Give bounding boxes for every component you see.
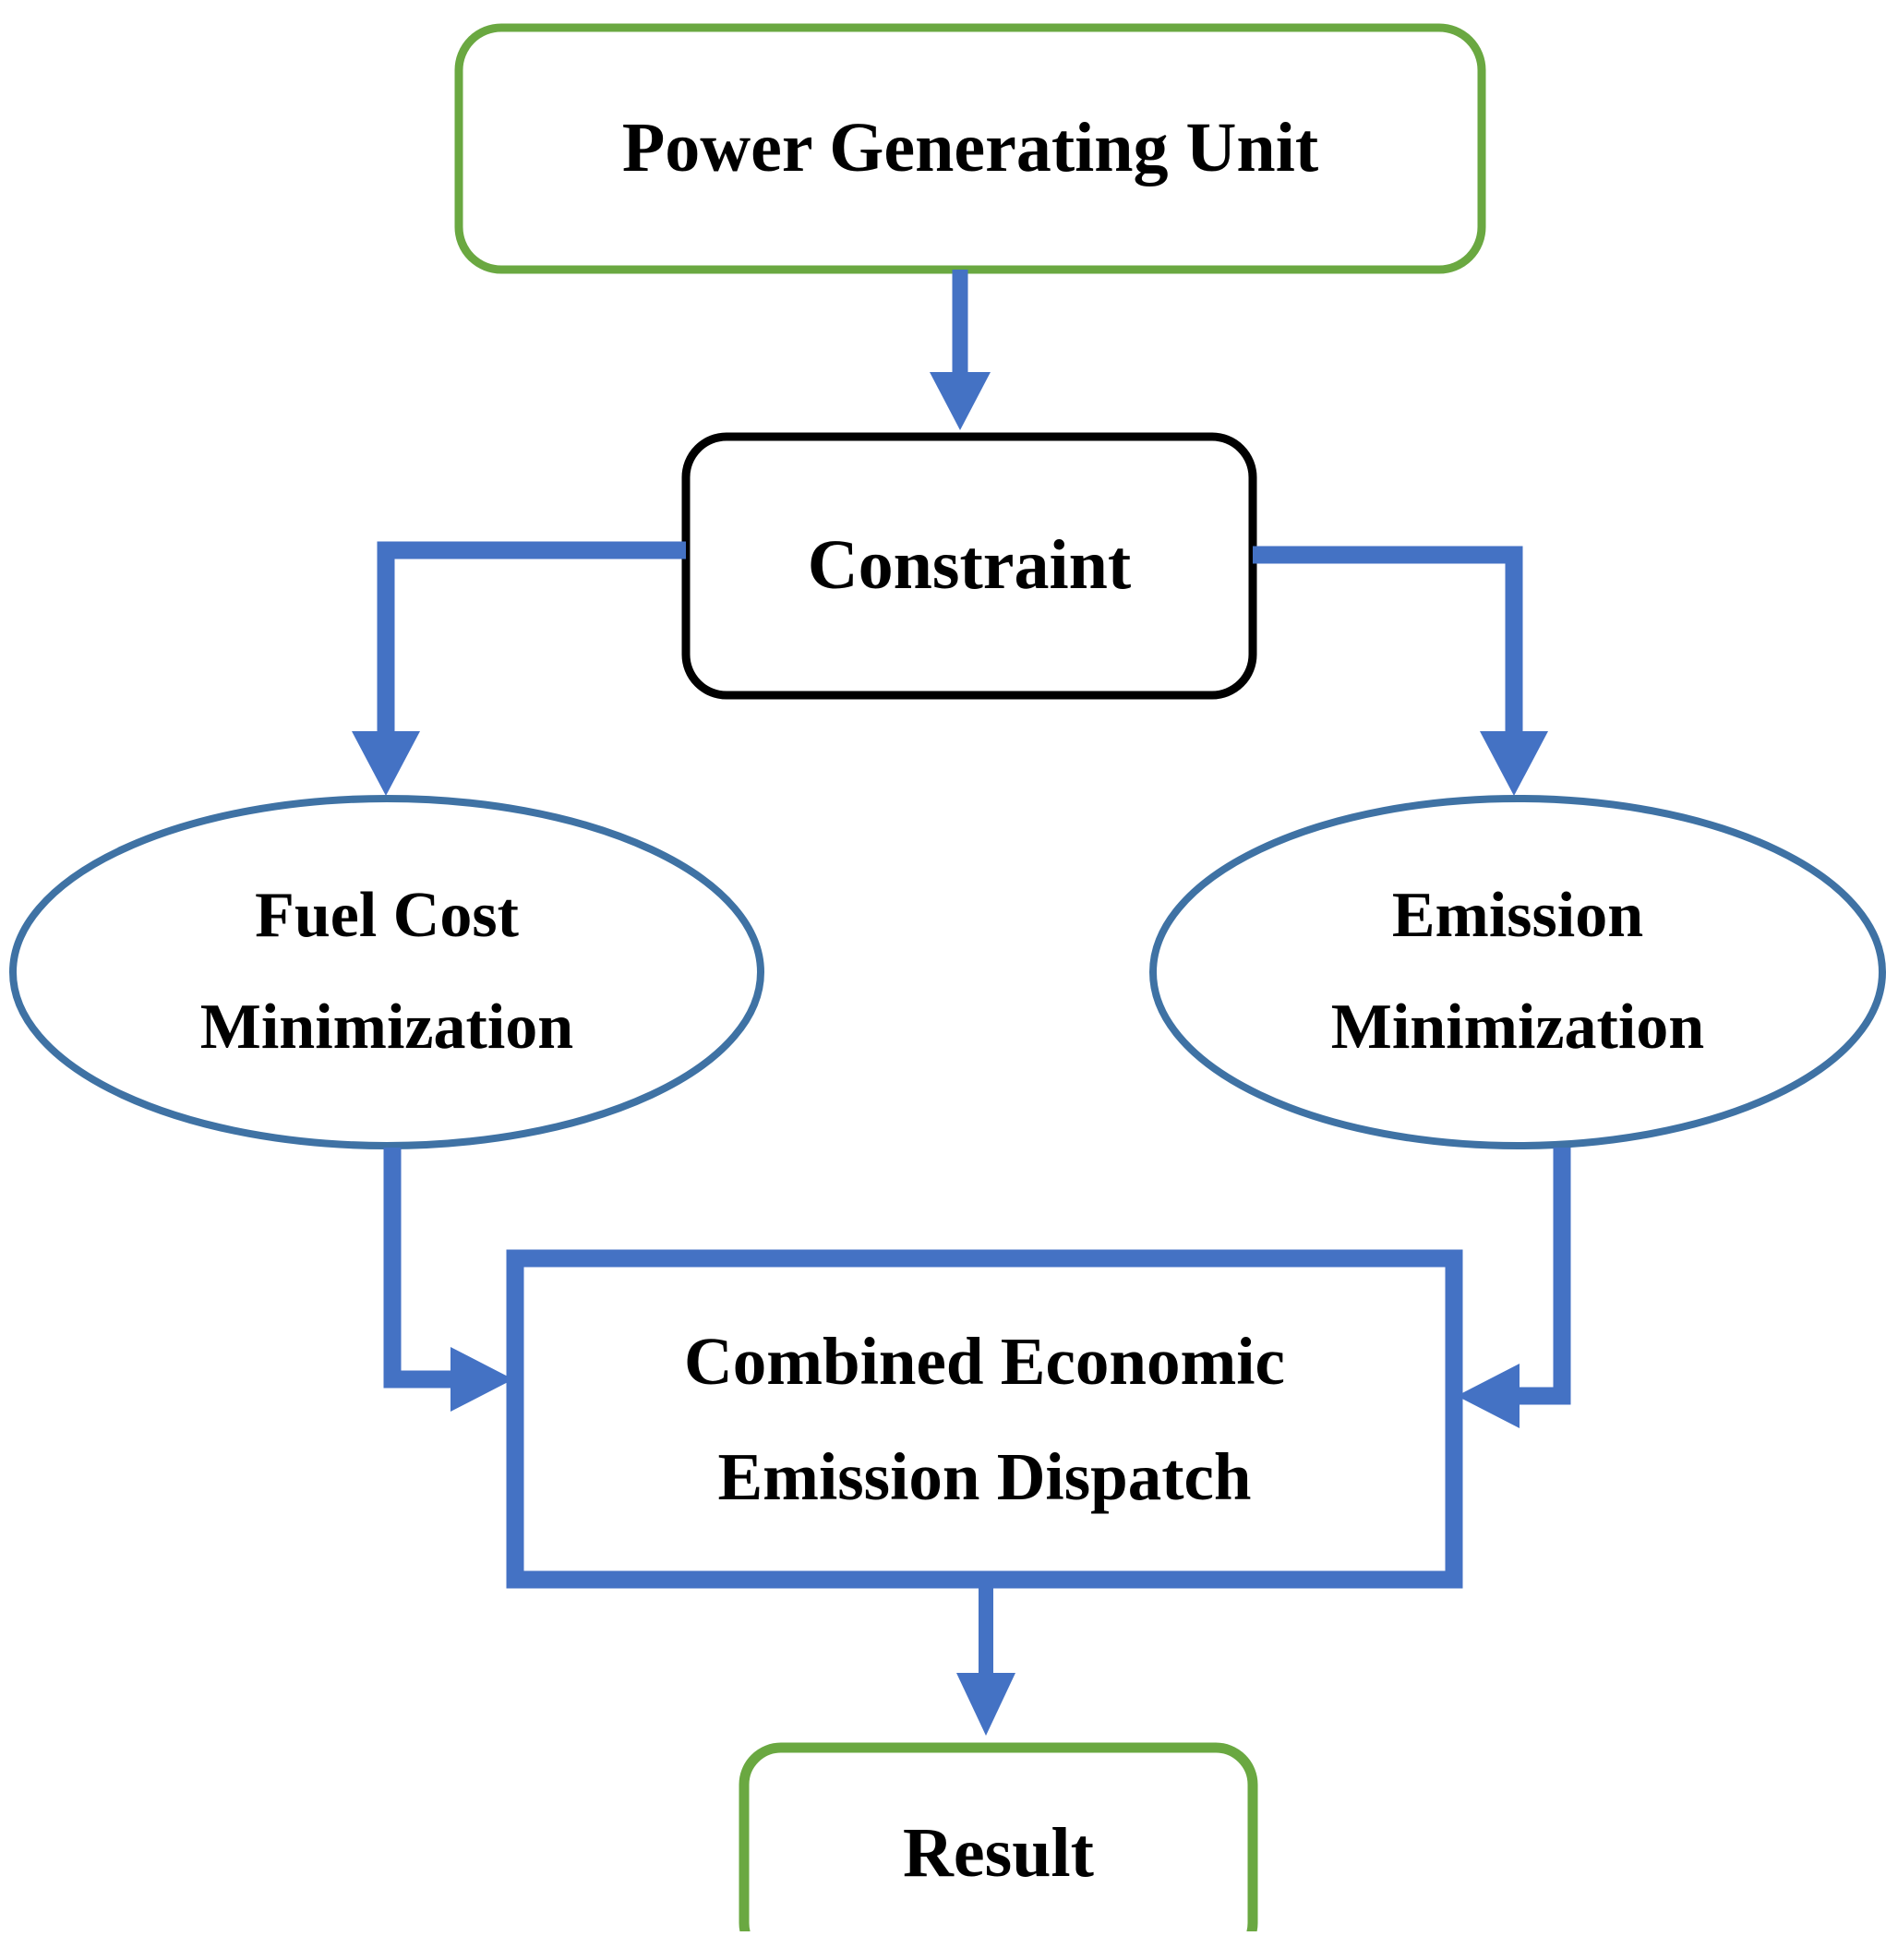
- node-emission-minimization-shape[interactable]: [1149, 795, 1886, 1149]
- node-constraint-shape[interactable]: [681, 432, 1257, 700]
- connector-constraint-to-fuel-cost: [352, 541, 686, 796]
- node-fuel-cost-minimization-shape[interactable]: [9, 795, 764, 1149]
- node-result-shape[interactable]: [739, 1742, 1258, 1931]
- node-combined-economic-emission-dispatch-shape[interactable]: [506, 1249, 1463, 1589]
- connector-ceed-to-result: [956, 1581, 1015, 1736]
- connector-fuel-cost-to-ceed: [383, 1148, 513, 1412]
- connector-constraint-to-emission: [1253, 546, 1548, 796]
- connector-pgu-to-constraint: [930, 270, 991, 430]
- connector-emission-to-ceed: [1457, 1148, 1571, 1428]
- node-power-generating-unit-shape[interactable]: [454, 23, 1486, 274]
